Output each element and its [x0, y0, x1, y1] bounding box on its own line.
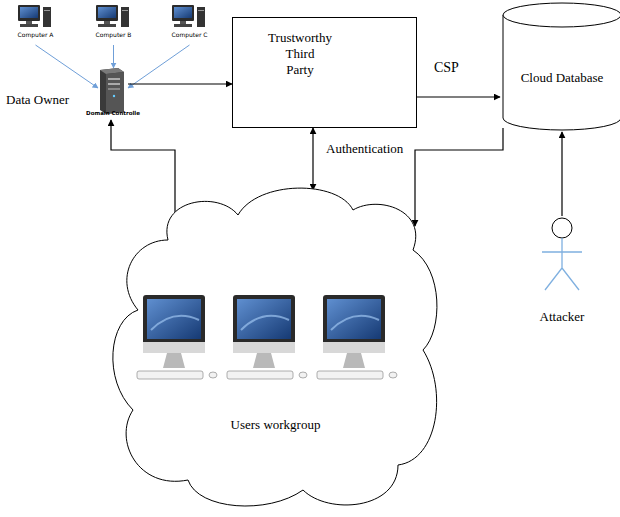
connector-arrow: [415, 128, 503, 226]
connector-arrow: [417, 96, 500, 97]
node-label: Computer B: [84, 32, 143, 39]
client-computer: Computer B: [84, 4, 143, 44]
connector-arrow: [128, 45, 190, 88]
node-label: Domain Controlle: [86, 110, 140, 116]
connector-arrow: [36, 45, 99, 88]
connector-arrow: [111, 120, 175, 216]
process-box: Trustworthy Third Party: [232, 17, 417, 128]
database-cylinder-shape: [500, 2, 620, 132]
database-cylinder: Cloud Database: [500, 2, 620, 132]
node-label: Computer C: [160, 32, 219, 39]
client-computer: Computer C: [160, 4, 219, 44]
node-label: Trustworthy Third Party: [260, 30, 340, 78]
node-label: Attacker: [530, 310, 594, 325]
node-label: Users workgroup: [108, 418, 443, 433]
attacker-figure: Attacker: [530, 216, 594, 326]
client-computer: Computer A: [6, 4, 65, 44]
workgroup-cloud: Users workgroup: [108, 180, 443, 515]
connector-arrow: [113, 45, 114, 68]
group-label: Data Owner: [4, 92, 71, 108]
workgroup-cloud-shape: [108, 180, 443, 515]
domain-controller: Domain Controlle: [86, 66, 140, 120]
edge-label: CSP: [432, 60, 461, 76]
connector-arrow: [312, 128, 313, 190]
node-label: Computer A: [6, 32, 65, 39]
node-label: Cloud Database: [500, 71, 620, 86]
connector-arrow: [561, 132, 562, 216]
edge-label: Authentication: [324, 141, 405, 157]
connector-arrow: [128, 83, 232, 84]
